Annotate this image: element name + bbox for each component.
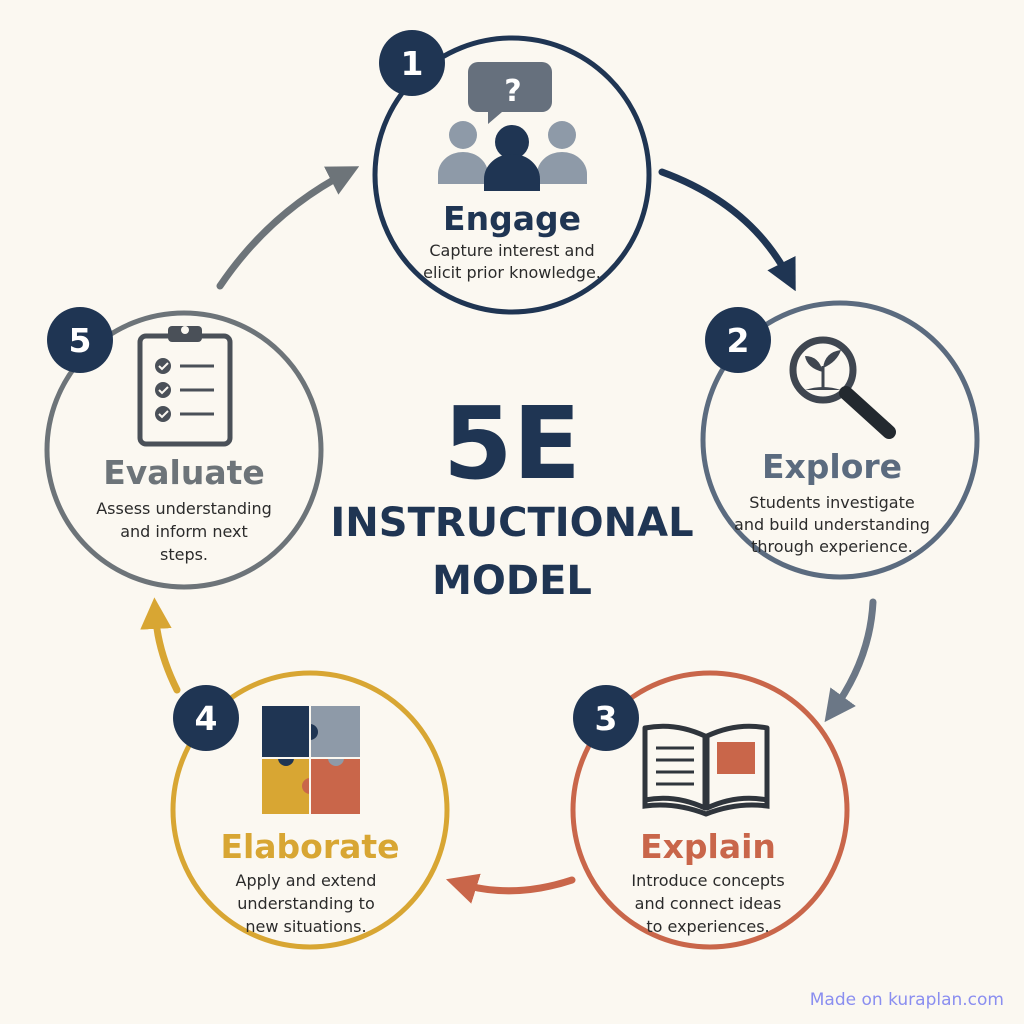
checklist-clipboard-icon bbox=[137, 326, 233, 447]
phase-elaborate: Elaborate Apply and extend understanding… bbox=[170, 670, 450, 950]
explain-number-badge bbox=[573, 685, 639, 751]
phase-engage: ? Engage Capture interest and elicit pri… bbox=[372, 30, 652, 315]
elaborate-number: 4 bbox=[195, 699, 218, 738]
arrow-engage-to-explore bbox=[658, 168, 796, 292]
evaluate-title: Evaluate bbox=[103, 453, 265, 492]
evaluate-desc-line-2: and inform next bbox=[120, 522, 248, 541]
explain-desc-line-3: to experiences. bbox=[646, 917, 769, 936]
explain-desc-line-1: Introduce concepts bbox=[631, 871, 784, 890]
center-title-line1: INSTRUCTIONAL bbox=[330, 500, 693, 546]
center-title-big: 5E bbox=[443, 385, 581, 502]
credit-link[interactable]: Made on kuraplan.com bbox=[809, 990, 1004, 1010]
magnifier-sprout-icon bbox=[789, 336, 896, 439]
evaluate-number-badge bbox=[47, 307, 113, 373]
arrow-explain-to-elaborate bbox=[445, 873, 576, 904]
elaborate-desc-line-1: Apply and extend bbox=[236, 871, 377, 890]
puzzle-pieces-icon bbox=[262, 706, 360, 814]
center-title-line2: MODEL bbox=[432, 558, 592, 604]
evaluate-circle bbox=[44, 310, 324, 590]
explore-desc-line-2: and build understanding bbox=[734, 515, 930, 534]
arrow-elaborate-to-evaluate bbox=[140, 597, 181, 694]
explore-desc-line-1: Students investigate bbox=[749, 493, 914, 512]
explore-title: Explore bbox=[762, 447, 902, 486]
explore-number: 2 bbox=[727, 321, 750, 360]
evaluate-desc-line-1: Assess understanding bbox=[96, 499, 272, 518]
engage-title: Engage bbox=[443, 199, 581, 238]
elaborate-desc-line-2: understanding to bbox=[237, 894, 374, 913]
explore-number-badge bbox=[705, 307, 771, 373]
engage-number: 1 bbox=[401, 44, 424, 83]
evaluate-desc-line-3: steps. bbox=[160, 545, 208, 564]
elaborate-desc-line-3: new situations. bbox=[245, 917, 366, 936]
engage-desc-line-1: Capture interest and bbox=[429, 241, 594, 260]
phase-explore: Explore Students investigate and build u… bbox=[700, 300, 980, 580]
explore-desc-line-3: through experience. bbox=[751, 537, 913, 556]
explore-circle bbox=[700, 300, 980, 580]
discussion-group-icon: ? bbox=[438, 62, 587, 191]
explain-desc-line-2: and connect ideas bbox=[635, 894, 782, 913]
arrow-evaluate-to-engage bbox=[216, 166, 360, 290]
engage-number-badge bbox=[379, 30, 445, 96]
elaborate-number-badge bbox=[173, 685, 239, 751]
explain-title: Explain bbox=[640, 827, 776, 866]
phase-evaluate: Evaluate Assess understanding and inform… bbox=[44, 307, 324, 590]
svg-text:?: ? bbox=[504, 74, 521, 109]
elaborate-title: Elaborate bbox=[220, 827, 399, 866]
explain-number: 3 bbox=[595, 699, 618, 738]
open-book-icon bbox=[642, 723, 770, 817]
phase-explain: Explain Introduce concepts and connect i… bbox=[570, 670, 850, 950]
arrow-explore-to-explain bbox=[824, 598, 877, 723]
evaluate-number: 5 bbox=[69, 321, 92, 360]
center-title: 5E INSTRUCTIONAL MODEL bbox=[330, 385, 693, 604]
engage-desc-line-2: elicit prior knowledge. bbox=[423, 263, 601, 282]
